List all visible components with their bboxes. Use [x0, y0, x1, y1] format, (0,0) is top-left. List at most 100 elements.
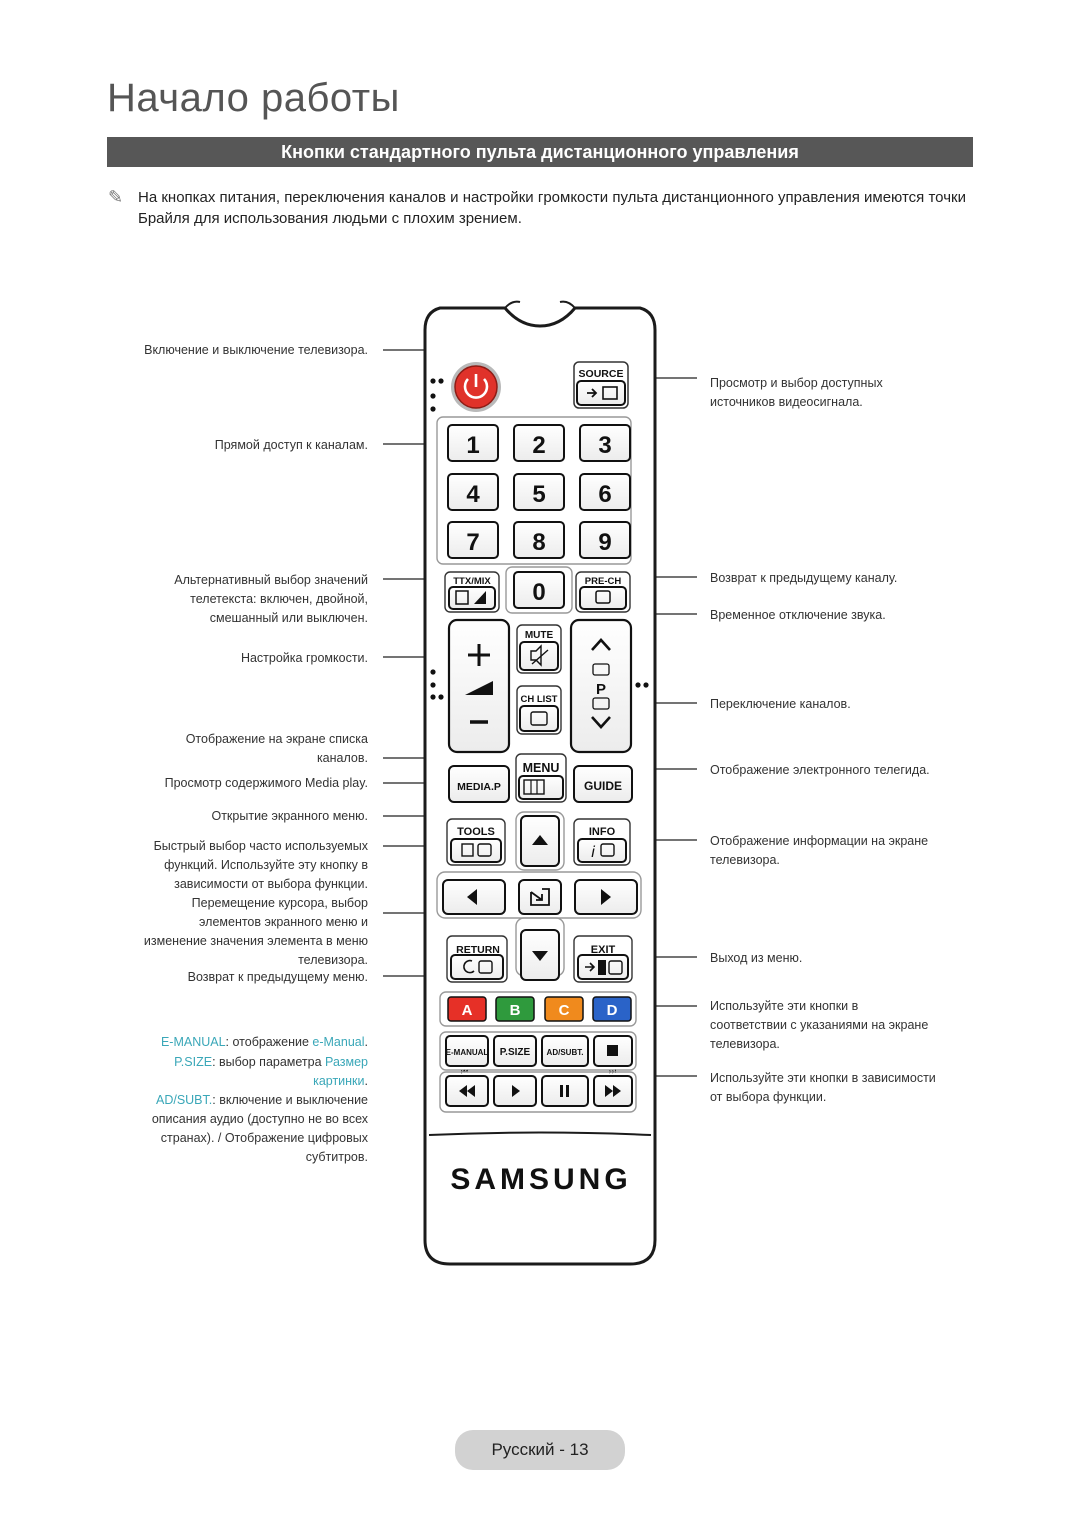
label-chlist: Отображение на экране списка каналов.: [60, 730, 368, 768]
color-key-label: A: [462, 1002, 473, 1019]
psize-text: : выбор параметра: [212, 1055, 326, 1069]
fast-forward-icon: [605, 1085, 621, 1097]
label-channel: Переключение каналов.: [710, 697, 851, 711]
color-key-c-button[interactable]: C: [544, 996, 584, 1022]
volume-rocker[interactable]: [447, 618, 511, 754]
fast-forward-button[interactable]: [593, 1075, 633, 1107]
channel-up-icon: [591, 638, 611, 651]
label-tools-line: функций. Используйте эту кнопку в: [164, 858, 368, 872]
label-cursor-line: изменение значения элемента в меню: [143, 934, 368, 948]
emanual-end: .: [364, 1035, 368, 1049]
cursor-right-button[interactable]: [574, 879, 638, 915]
psize-value: картинки: [313, 1074, 365, 1088]
label-power: Включение и выключение телевизора.: [144, 343, 368, 357]
play-button[interactable]: [493, 1075, 537, 1107]
teletext-icon: [455, 590, 469, 605]
digit-9-button[interactable]: 9: [579, 521, 631, 559]
label-color-keys: Используйте эти кнопки в соответствии с …: [710, 997, 990, 1054]
menu-label: MENU: [523, 761, 560, 775]
label-color-line: Используйте эти кнопки в: [710, 999, 859, 1013]
pause-button[interactable]: [541, 1075, 589, 1107]
source-button[interactable]: SOURCE: [573, 361, 629, 409]
volume-up-icon: [468, 644, 490, 666]
prech-icon: [595, 590, 611, 604]
color-key-label: D: [607, 1002, 618, 1019]
label-adsubt: AD/SUBT.: включение и выключение описани…: [60, 1091, 368, 1167]
media-p-button[interactable]: MEDIA.P: [448, 765, 510, 803]
label-psize: P.SIZE: выбор параметра Размер картинки.: [60, 1053, 368, 1091]
psize-label: P.SIZE: [500, 1047, 531, 1058]
rewind-icon: [459, 1085, 475, 1097]
digit-4-button[interactable]: 4: [447, 473, 499, 511]
label-tools: Быстрый выбор часто используемых функций…: [60, 837, 368, 894]
prech-label: PRE-CH: [585, 576, 622, 587]
label-info: Отображение информации на экране телевиз…: [710, 832, 990, 870]
color-key-b-button[interactable]: B: [495, 996, 535, 1022]
label-guide: Отображение электронного телегида.: [710, 763, 930, 777]
emanual-value: e-Manual: [312, 1035, 365, 1049]
power-button[interactable]: [451, 362, 501, 412]
section-heading: Кнопки стандартного пульта дистанционног…: [107, 137, 973, 167]
label-tools-line: Быстрый выбор часто используемых: [153, 839, 368, 853]
tools-icon: [461, 843, 474, 857]
label-return: Возврат к предыдущему меню.: [187, 970, 368, 984]
play-icon: [512, 1085, 520, 1097]
power-icon: [463, 378, 489, 399]
digit-label: 5: [532, 481, 545, 508]
return-button[interactable]: RETURN: [446, 935, 508, 983]
digit-3-button[interactable]: 3: [579, 424, 631, 462]
label-info-line: телевизора.: [710, 853, 780, 867]
digit-1-button[interactable]: 1: [447, 424, 499, 462]
pause-icon: [560, 1085, 563, 1097]
mute-button[interactable]: MUTE: [516, 624, 562, 674]
tools-button[interactable]: TOOLS: [446, 818, 506, 866]
pre-ch-button[interactable]: PRE-CH: [575, 571, 631, 613]
menu-button[interactable]: MENU: [515, 753, 567, 803]
cursor-up-button[interactable]: [520, 815, 560, 867]
media-label: MEDIA.P: [457, 781, 501, 793]
label-adsubt-line: странах). / Отображение цифровых: [160, 1131, 368, 1145]
info-button[interactable]: INFO i: [573, 818, 631, 866]
label-media-line: от выбора функции.: [710, 1090, 827, 1104]
cursor-down-button[interactable]: [520, 929, 560, 981]
guide-label: GUIDE: [584, 779, 622, 793]
digit-2-button[interactable]: 2: [513, 424, 565, 462]
enter-button[interactable]: [518, 879, 562, 915]
ad-subt-button[interactable]: AD/SUBT.: [541, 1035, 589, 1067]
digit-label: 4: [466, 481, 480, 508]
digit-6-button[interactable]: 6: [579, 473, 631, 511]
label-cursor-line: телевизора.: [298, 953, 368, 967]
psize-end: .: [364, 1074, 368, 1088]
label-info-line: Отображение информации на экране: [710, 834, 929, 848]
label-source-line: Просмотр и выбор доступных: [710, 376, 883, 390]
digit-7-button[interactable]: 7: [447, 521, 499, 559]
stop-button[interactable]: [593, 1035, 633, 1067]
e-manual-button[interactable]: E-MANUAL: [445, 1035, 489, 1067]
info-label: INFO: [589, 826, 616, 838]
pencil-icon: ✎: [108, 187, 124, 207]
p-size-button[interactable]: P.SIZE: [493, 1035, 537, 1067]
page-footer: Русский - 13: [455, 1430, 625, 1470]
digit-8-button[interactable]: 8: [513, 521, 565, 559]
label-media: Просмотр содержимого Media play.: [164, 776, 368, 790]
arrow-up-icon: [532, 835, 548, 845]
digit-0-button[interactable]: 0: [505, 566, 573, 614]
digit-label: 8: [532, 529, 545, 556]
exit-button[interactable]: EXIT: [573, 935, 633, 983]
guide-button[interactable]: GUIDE: [573, 765, 633, 803]
color-key-d-button[interactable]: D: [592, 996, 632, 1022]
label-emanual: E-MANUAL: отображение e-Manual.: [60, 1033, 368, 1052]
ch-list-button[interactable]: CH LIST: [516, 685, 562, 735]
ttx-mix-button[interactable]: TTX/MIX: [444, 571, 500, 613]
digit-label: 7: [466, 529, 479, 556]
return-label: RETURN: [456, 944, 500, 956]
rewind-button[interactable]: [445, 1075, 489, 1107]
channel-rocker[interactable]: P: [569, 618, 633, 754]
digit-5-button[interactable]: 5: [513, 473, 565, 511]
color-key-a-button[interactable]: A: [447, 996, 487, 1022]
label-cursor-line: элементов экранного меню и: [199, 915, 368, 929]
adsubt-key: AD/SUBT.: [155, 1093, 213, 1107]
info-icon: i: [591, 844, 595, 861]
digit-label: 1: [466, 432, 479, 459]
cursor-left-button[interactable]: [442, 879, 506, 915]
